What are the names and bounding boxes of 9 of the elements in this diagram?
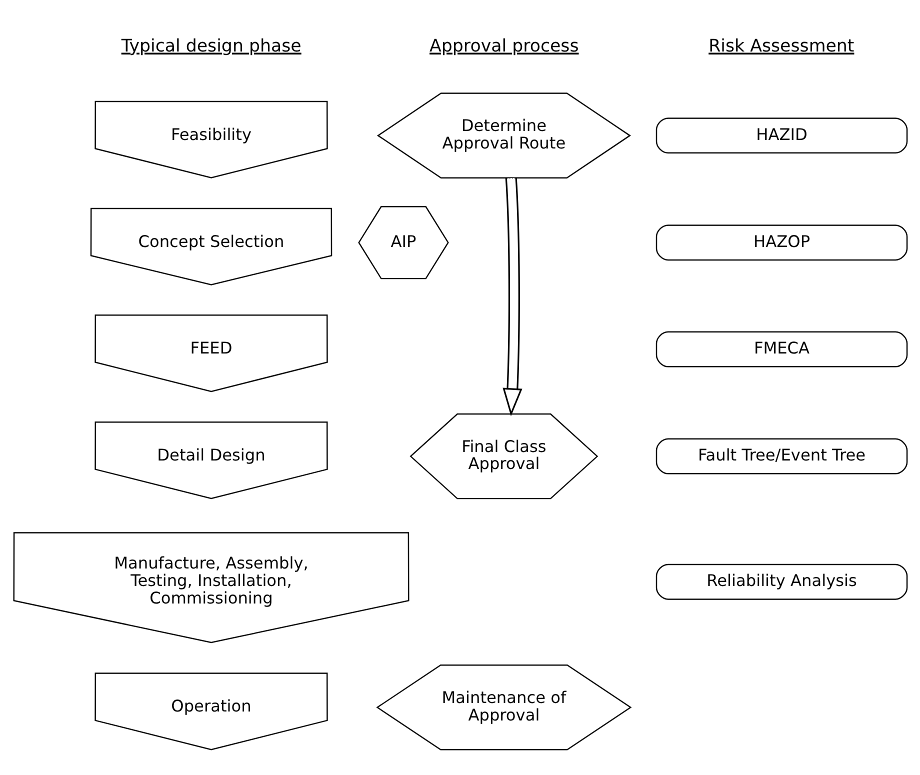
label: Typical design phase	[120, 36, 301, 56]
arrow	[502, 177, 522, 416]
node-box: FMECA	[655, 330, 908, 367]
node-box: HAZID	[655, 117, 908, 154]
label: Risk Assessment	[708, 36, 854, 56]
node-box: Fault Tree/Event Tree	[655, 438, 908, 474]
label: Approval process	[429, 36, 578, 56]
node-box: Reliability Analysis	[655, 563, 908, 600]
node-box: HAZOP	[655, 224, 908, 260]
